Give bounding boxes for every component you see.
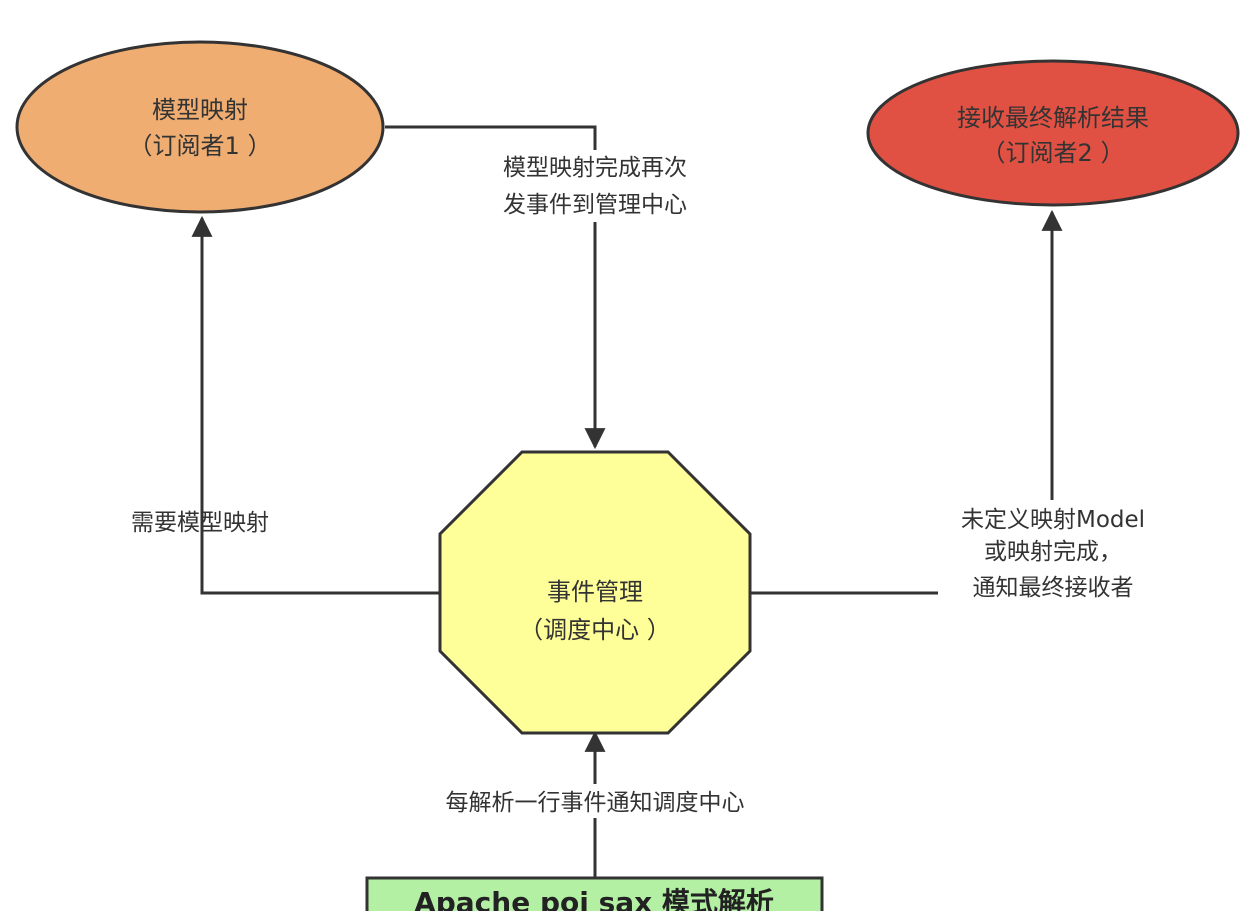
edge-notify-final-label-line3: 通知最终接收者 (973, 575, 1134, 601)
node-poi-parser-shape (365, 876, 824, 915)
edge-notify-final-label-bg (938, 500, 1170, 608)
edge-notify-final-label-line2: 或映射完成， (984, 539, 1122, 565)
node-poi-parser[interactable]: Apache poi sax 模式解析 (365, 876, 824, 915)
node-event-manager[interactable]: 事件管理 （调度中心 ） (438, 450, 752, 735)
edge-notify-final-label-line1: 未定义映射Model (961, 507, 1145, 533)
node-model-mapping-shape (15, 40, 385, 214)
node-final-receiver-shape (866, 59, 1240, 207)
node-event-manager-shape (438, 450, 752, 735)
edge-mapping-done-label-bg (476, 150, 714, 222)
node-model-mapping-label-line1: 模型映射 (152, 96, 248, 124)
node-model-mapping[interactable]: 模型映射 （订阅者1 ） (15, 40, 385, 214)
edge-mapping-done-label-line1: 模型映射完成再次 (503, 155, 687, 181)
node-final-receiver-label-line2: （订阅者2 ） (982, 139, 1125, 167)
node-poi-parser-label: Apache poi sax 模式解析 (414, 886, 774, 911)
edge-need-mapping-label: 需要模型映射 (131, 510, 269, 536)
edge-row-event-label: 每解析一行事件通知调度中心 (446, 790, 745, 816)
edge-need-mapping-line (191, 215, 440, 595)
node-model-mapping-label-line2: （订阅者1 ） (129, 132, 272, 160)
edge-row-event-label-bg (412, 784, 780, 818)
node-event-manager-label-line2: （调度中心 ） (519, 616, 671, 644)
node-event-manager-label-line1: 事件管理 (547, 578, 643, 606)
edge-mapping-done-line (385, 125, 606, 450)
node-final-receiver-label-line1: 接收最终解析结果 (957, 104, 1149, 132)
node-final-receiver[interactable]: 接收最终解析结果 （订阅者2 ） (866, 59, 1240, 207)
edge-mapping-done-label-line2: 发事件到管理中心 (503, 192, 687, 218)
